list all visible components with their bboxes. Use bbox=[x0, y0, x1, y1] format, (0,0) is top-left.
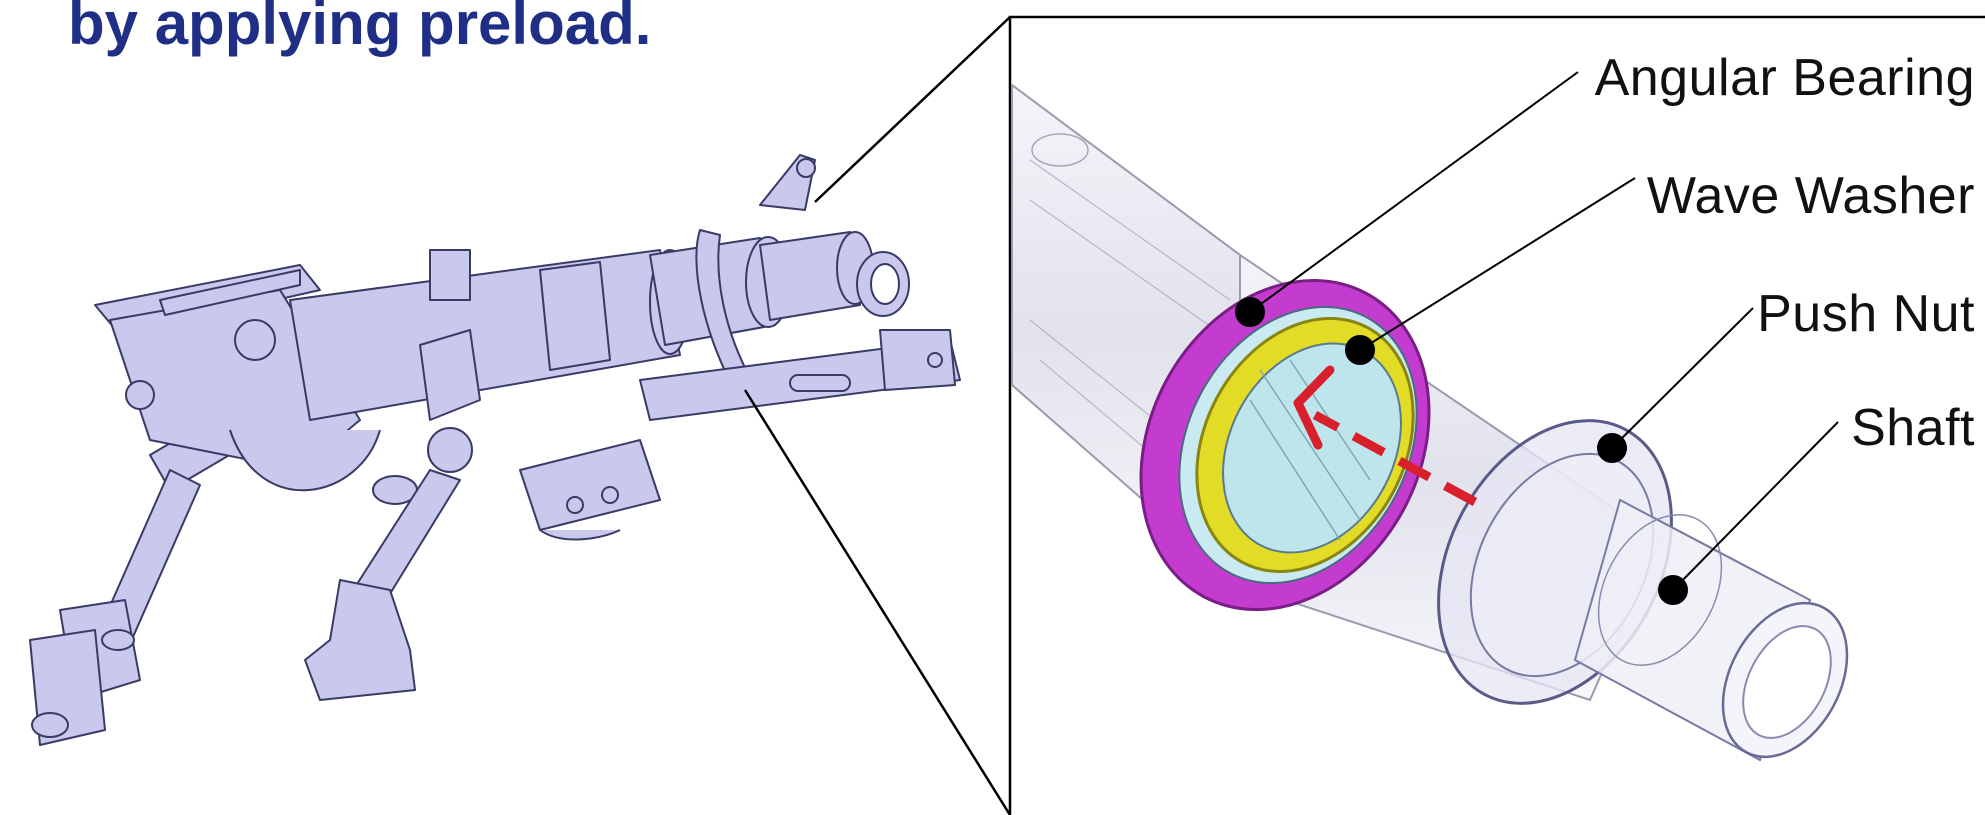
red-dashed-arrow-icon bbox=[1293, 365, 1478, 506]
magnification-frame bbox=[743, 15, 1985, 815]
steering-column-illustration bbox=[29, 154, 961, 746]
callout-dot-icon bbox=[1597, 433, 1627, 463]
shaft-illustration bbox=[1573, 498, 1849, 762]
heading-text: by applying preload. bbox=[68, 0, 652, 57]
callout-dot-icon bbox=[1658, 575, 1688, 605]
leader-shaft bbox=[1672, 421, 1839, 591]
callout-dot-icon bbox=[1345, 335, 1375, 365]
detail-panel-border bbox=[1008, 15, 1985, 815]
label-push-nut: Push Nut bbox=[1757, 285, 1975, 343]
mounting-plate bbox=[639, 154, 961, 421]
zoom-line-bottom bbox=[743, 389, 1012, 815]
leader-wave-washer bbox=[1359, 177, 1636, 351]
leader-angular-bearing bbox=[1249, 71, 1579, 313]
column-jacket bbox=[289, 231, 910, 421]
lower-shaft bbox=[29, 404, 256, 746]
tilt-lever bbox=[304, 329, 661, 701]
label-shaft: Shaft bbox=[1851, 399, 1975, 457]
label-angular-bearing: Angular Bearing bbox=[1594, 49, 1975, 107]
leader-push-nut bbox=[1611, 307, 1754, 449]
label-wave-washer: Wave Washer bbox=[1646, 167, 1975, 225]
zoom-line-top bbox=[814, 16, 1011, 203]
tilt-bracket bbox=[94, 264, 418, 505]
callout-dot-icon bbox=[1235, 297, 1265, 327]
callout-leaders bbox=[1235, 71, 1839, 605]
